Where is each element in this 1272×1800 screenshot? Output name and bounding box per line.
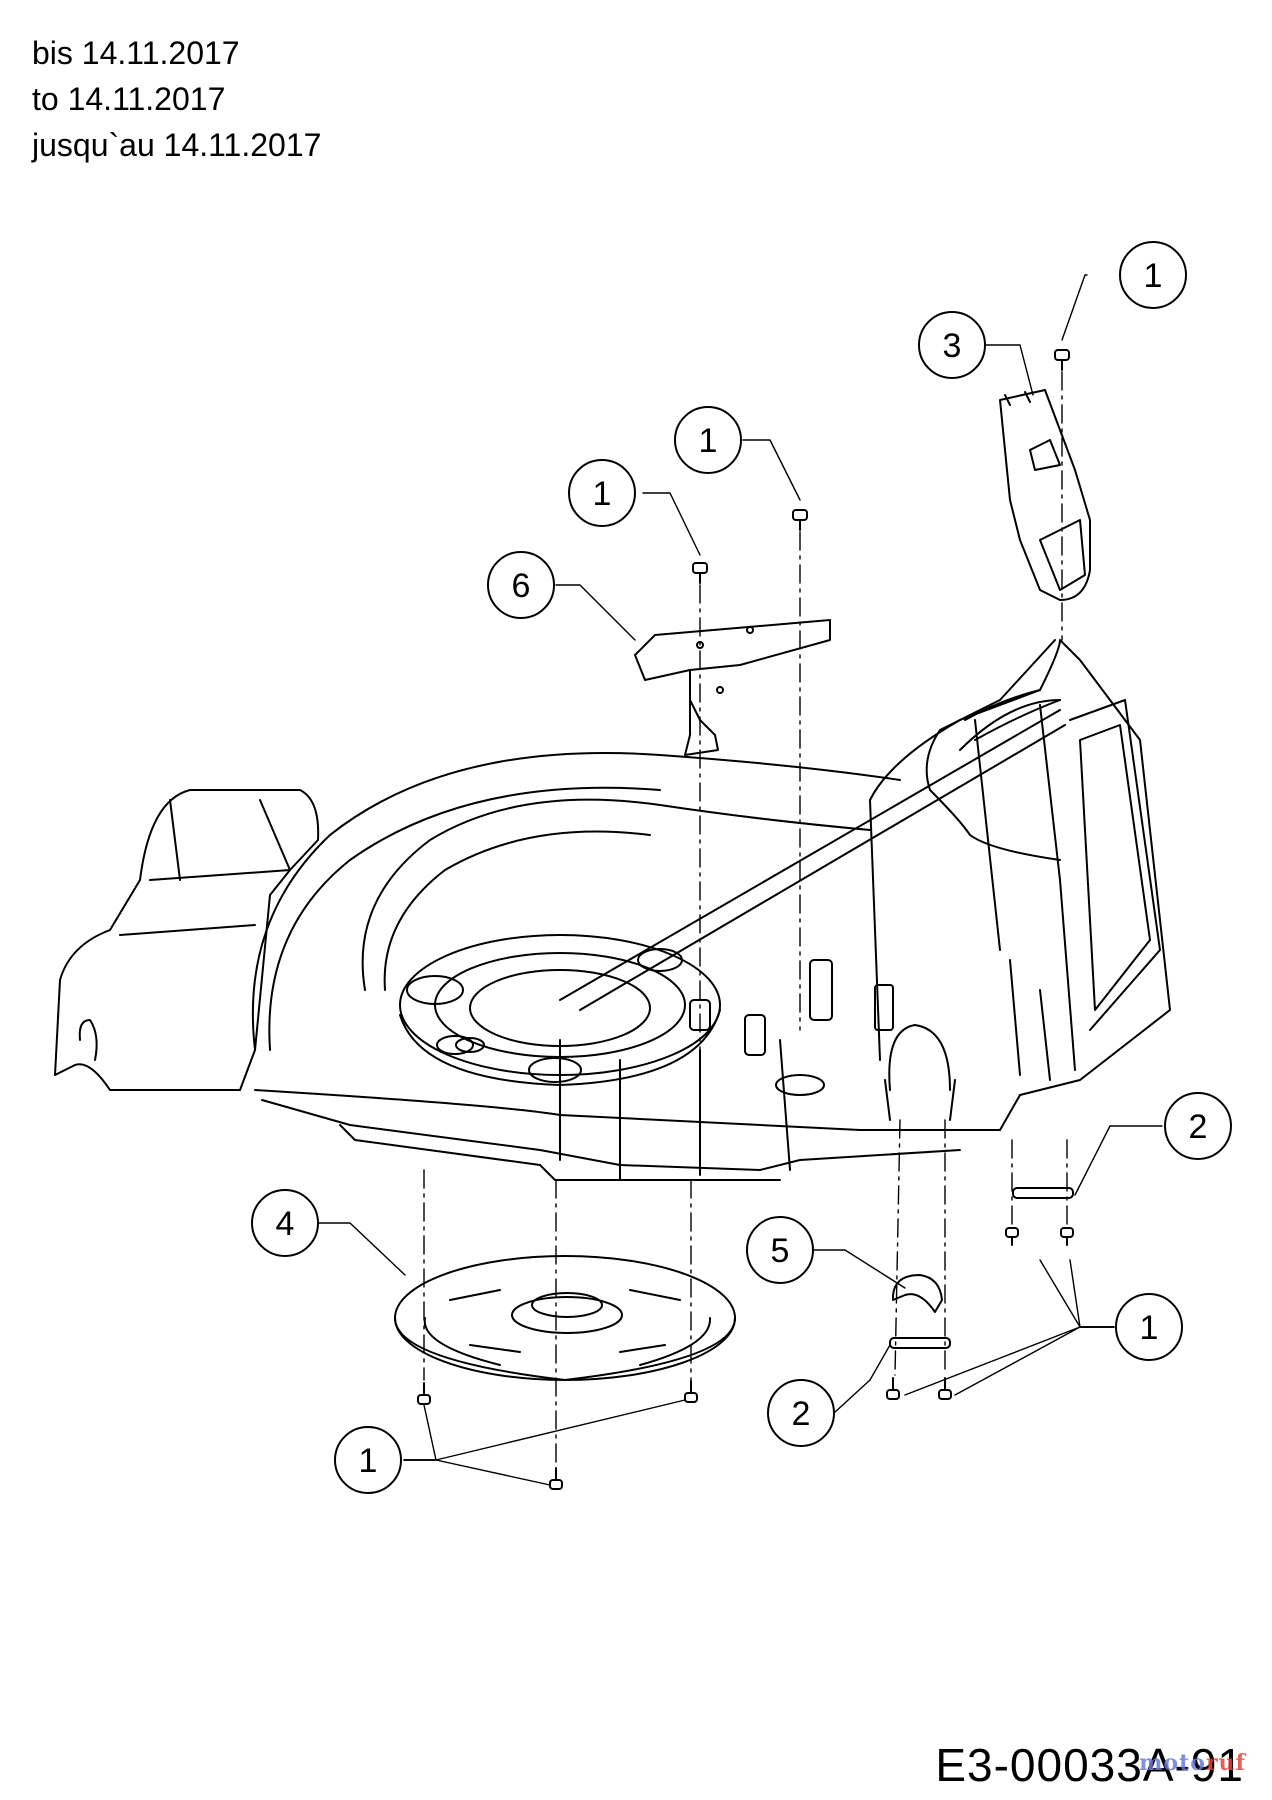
- callout-leader-lines: [315, 274, 1163, 1486]
- diagram-code: E3-00033A-91: [935, 1739, 1244, 1791]
- watermark-accent: ruf: [1205, 1750, 1246, 1776]
- screw-icon: [692, 562, 708, 584]
- callout-label: 6: [512, 567, 531, 605]
- retainer-strips-part-2: [889, 1187, 1074, 1349]
- callout-bubble: 2: [767, 1379, 835, 1447]
- callout-bubble: 4: [251, 1189, 319, 1257]
- callout-bubble: 1: [568, 459, 636, 527]
- screw-icon: [792, 509, 808, 531]
- callout-label: 1: [359, 1442, 378, 1480]
- callout-bubble: 5: [746, 1216, 814, 1284]
- callout-label: 1: [593, 475, 612, 513]
- callout-label: 2: [792, 1395, 811, 1433]
- screws-part-1: [417, 349, 1074, 1490]
- callout-bubble: 1: [1115, 1293, 1183, 1361]
- callout-bubble: 2: [1164, 1092, 1232, 1160]
- callout-label: 2: [1189, 1108, 1208, 1146]
- callout-label: 1: [1144, 257, 1163, 295]
- callout-label: 5: [771, 1232, 790, 1270]
- callout-bubble: 3: [918, 311, 986, 379]
- validity-line-fr: jusqu`au 14.11.2017: [32, 127, 322, 163]
- callout-label: 4: [276, 1205, 295, 1243]
- screw-icon: [549, 1467, 563, 1490]
- mounting-bracket-part-6: [634, 619, 831, 756]
- screw-icon: [1054, 349, 1070, 371]
- clip-part-5: [891, 1274, 943, 1313]
- callout-label: 1: [1140, 1309, 1159, 1347]
- screw-icon: [886, 1377, 900, 1400]
- watermark-logo: motoruf: [1139, 1750, 1246, 1776]
- deflector-flap-part-3: [999, 389, 1091, 601]
- validity-note: bis 14.11.2017 to 14.11.2017 jusqu`au 14…: [32, 30, 321, 168]
- baffle-plate-part-4: [394, 1255, 736, 1381]
- screw-icon: [417, 1382, 431, 1405]
- callout-label: 3: [943, 327, 962, 365]
- validity-line-de: bis 14.11.2017: [32, 35, 240, 71]
- assembly-center-lines: [423, 371, 1068, 1466]
- screw-icon: [1005, 1227, 1019, 1246]
- watermark-prefix: moto: [1139, 1750, 1206, 1776]
- callout-bubble: 1: [334, 1426, 402, 1494]
- callout-bubble: 6: [487, 551, 555, 619]
- screw-icon: [1060, 1227, 1074, 1246]
- screw-icon: [684, 1380, 698, 1403]
- callout-bubble: 1: [1119, 241, 1187, 309]
- callouts: 1 3 1 1 6 2 4 5 1 2 1: [251, 241, 1232, 1494]
- validity-line-en: to 14.11.2017: [32, 81, 226, 117]
- callout-label: 1: [699, 422, 718, 460]
- mower-deck-housing: [54, 639, 1171, 1181]
- callout-bubble: 1: [674, 406, 742, 474]
